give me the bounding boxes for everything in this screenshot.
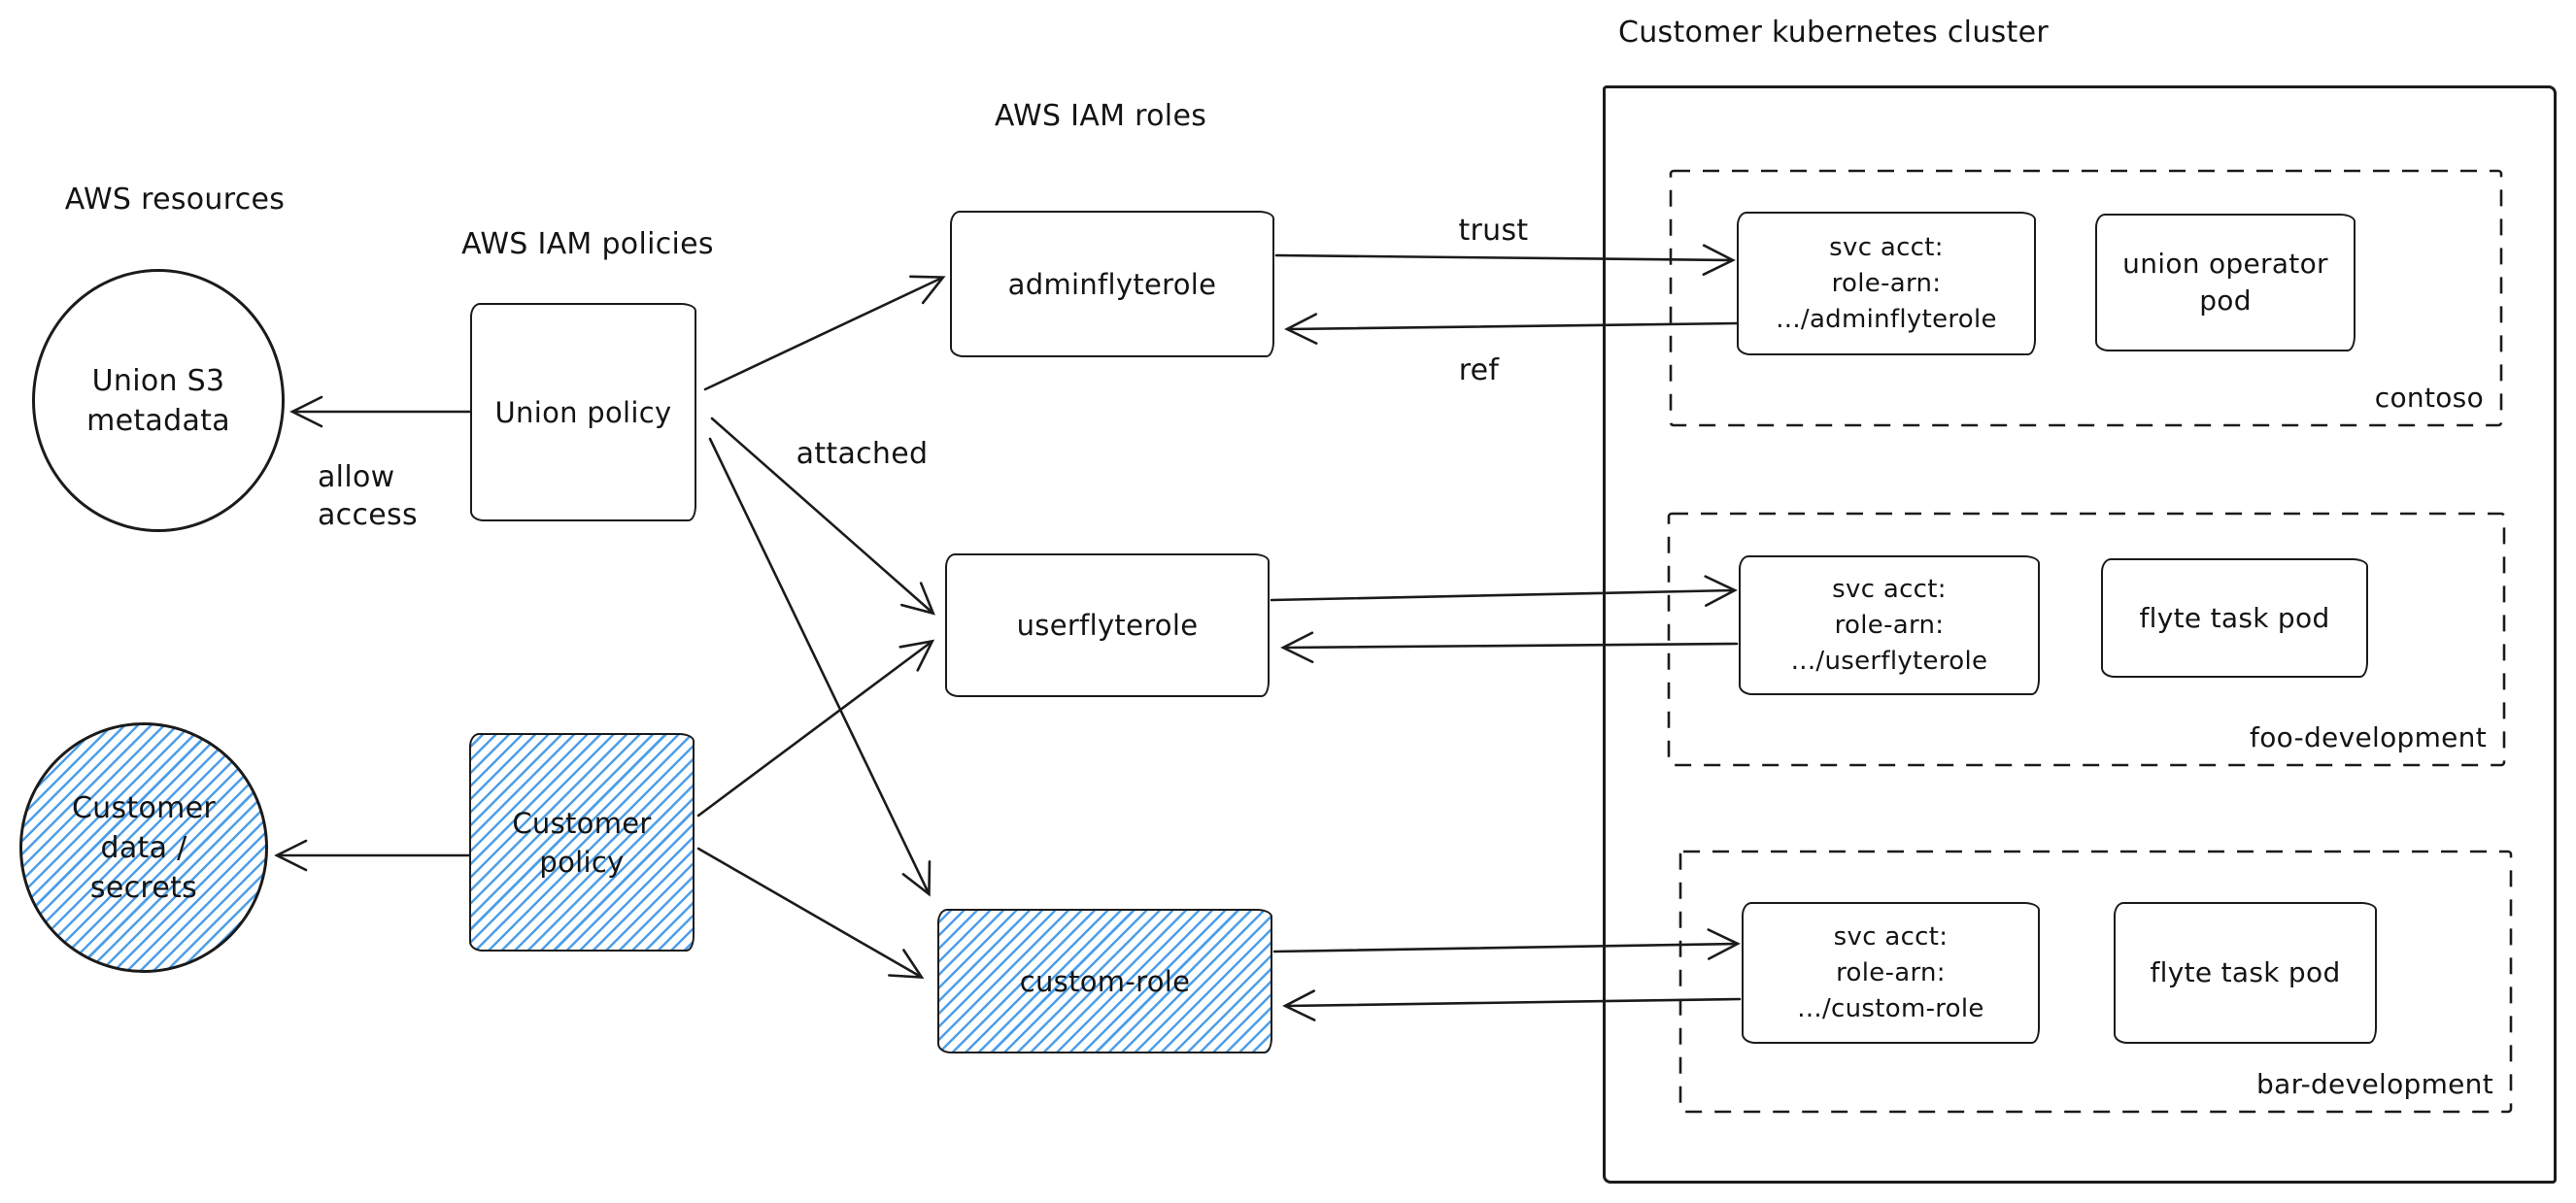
customer-data-line3: secrets bbox=[89, 870, 198, 905]
cluster-box bbox=[1603, 85, 2557, 1184]
label-attached: attached bbox=[796, 437, 929, 471]
svc0-line1: svc acct: bbox=[1829, 232, 1944, 262]
svc1-line3: .../userflyterole bbox=[1790, 646, 1988, 676]
node-customer-policy: Customer policy bbox=[469, 733, 695, 952]
union-policy-label: Union policy bbox=[494, 395, 672, 429]
pod0-line1: union operator bbox=[2122, 248, 2328, 280]
namespace-foo-label: foo-development bbox=[2250, 721, 2487, 753]
namespace-contoso-label: contoso bbox=[2374, 382, 2484, 414]
label-trust: trust bbox=[1458, 214, 1529, 248]
node-svc-acct-adminflyterole: svc acct: role-arn: .../adminflyterole bbox=[1737, 212, 2036, 355]
svc0-line3: .../adminflyterole bbox=[1776, 304, 1997, 334]
node-union-policy: Union policy bbox=[470, 303, 696, 521]
svc2-line2: role-arn: bbox=[1836, 957, 1946, 987]
label-allow-access: allow access bbox=[318, 460, 418, 532]
arrow-union-policy-to-custom-role bbox=[708, 437, 932, 897]
pod0-line2: pod bbox=[2199, 284, 2252, 317]
adminflyterole-label: adminflyterole bbox=[1007, 267, 1217, 301]
node-flyte-task-pod-bar: flyte task pod bbox=[2114, 902, 2377, 1044]
customer-data-line2: data / bbox=[100, 830, 187, 865]
userflyterole-label: userflyterole bbox=[1016, 609, 1199, 642]
node-custom-role: custom-role bbox=[937, 909, 1272, 1053]
namespace-bar-label: bar-development bbox=[2256, 1068, 2493, 1100]
svc0-line2: role-arn: bbox=[1831, 268, 1942, 298]
svc1-line2: role-arn: bbox=[1834, 610, 1945, 640]
svc1-line1: svc acct: bbox=[1832, 574, 1947, 604]
customer-policy-line2: policy bbox=[539, 845, 625, 879]
label-aws-resources: AWS resources bbox=[64, 183, 286, 217]
label-cluster-title: Customer kubernetes cluster bbox=[1618, 16, 2050, 50]
arrow-customer-policy-to-custom-role bbox=[696, 847, 925, 979]
pod1-line1: flyte task pod bbox=[2139, 601, 2330, 634]
label-aws-iam-roles: AWS IAM roles bbox=[994, 99, 1207, 133]
union-s3-line2: metadata bbox=[86, 403, 230, 438]
union-s3-line1: Union S3 bbox=[91, 363, 225, 398]
customer-policy-line1: Customer bbox=[512, 806, 652, 840]
node-svc-acct-custom-role: svc acct: role-arn: .../custom-role bbox=[1742, 902, 2040, 1044]
custom-role-label: custom-role bbox=[1019, 964, 1191, 998]
arrow-union-policy-to-adminflyterole bbox=[703, 275, 946, 391]
node-flyte-task-pod-foo: flyte task pod bbox=[2101, 558, 2368, 678]
node-union-operator-pod: union operator pod bbox=[2095, 214, 2356, 351]
arrow-customer-policy-to-userflyterole bbox=[696, 639, 935, 818]
svc2-line3: .../custom-role bbox=[1797, 993, 1984, 1023]
node-userflyterole: userflyterole bbox=[945, 553, 1270, 697]
node-adminflyterole: adminflyterole bbox=[950, 211, 1274, 357]
pod2-line1: flyte task pod bbox=[2150, 956, 2341, 988]
svc2-line1: svc acct: bbox=[1833, 921, 1949, 952]
node-svc-acct-userflyterole: svc acct: role-arn: .../userflyterole bbox=[1739, 555, 2040, 695]
label-aws-iam-policies: AWS IAM policies bbox=[461, 227, 714, 261]
label-ref: ref bbox=[1458, 353, 1500, 387]
customer-data-line1: Customer bbox=[71, 790, 217, 825]
node-union-s3-metadata: Union S3 metadata bbox=[32, 269, 285, 532]
node-customer-data-secrets: Customer data / secrets bbox=[19, 722, 268, 973]
